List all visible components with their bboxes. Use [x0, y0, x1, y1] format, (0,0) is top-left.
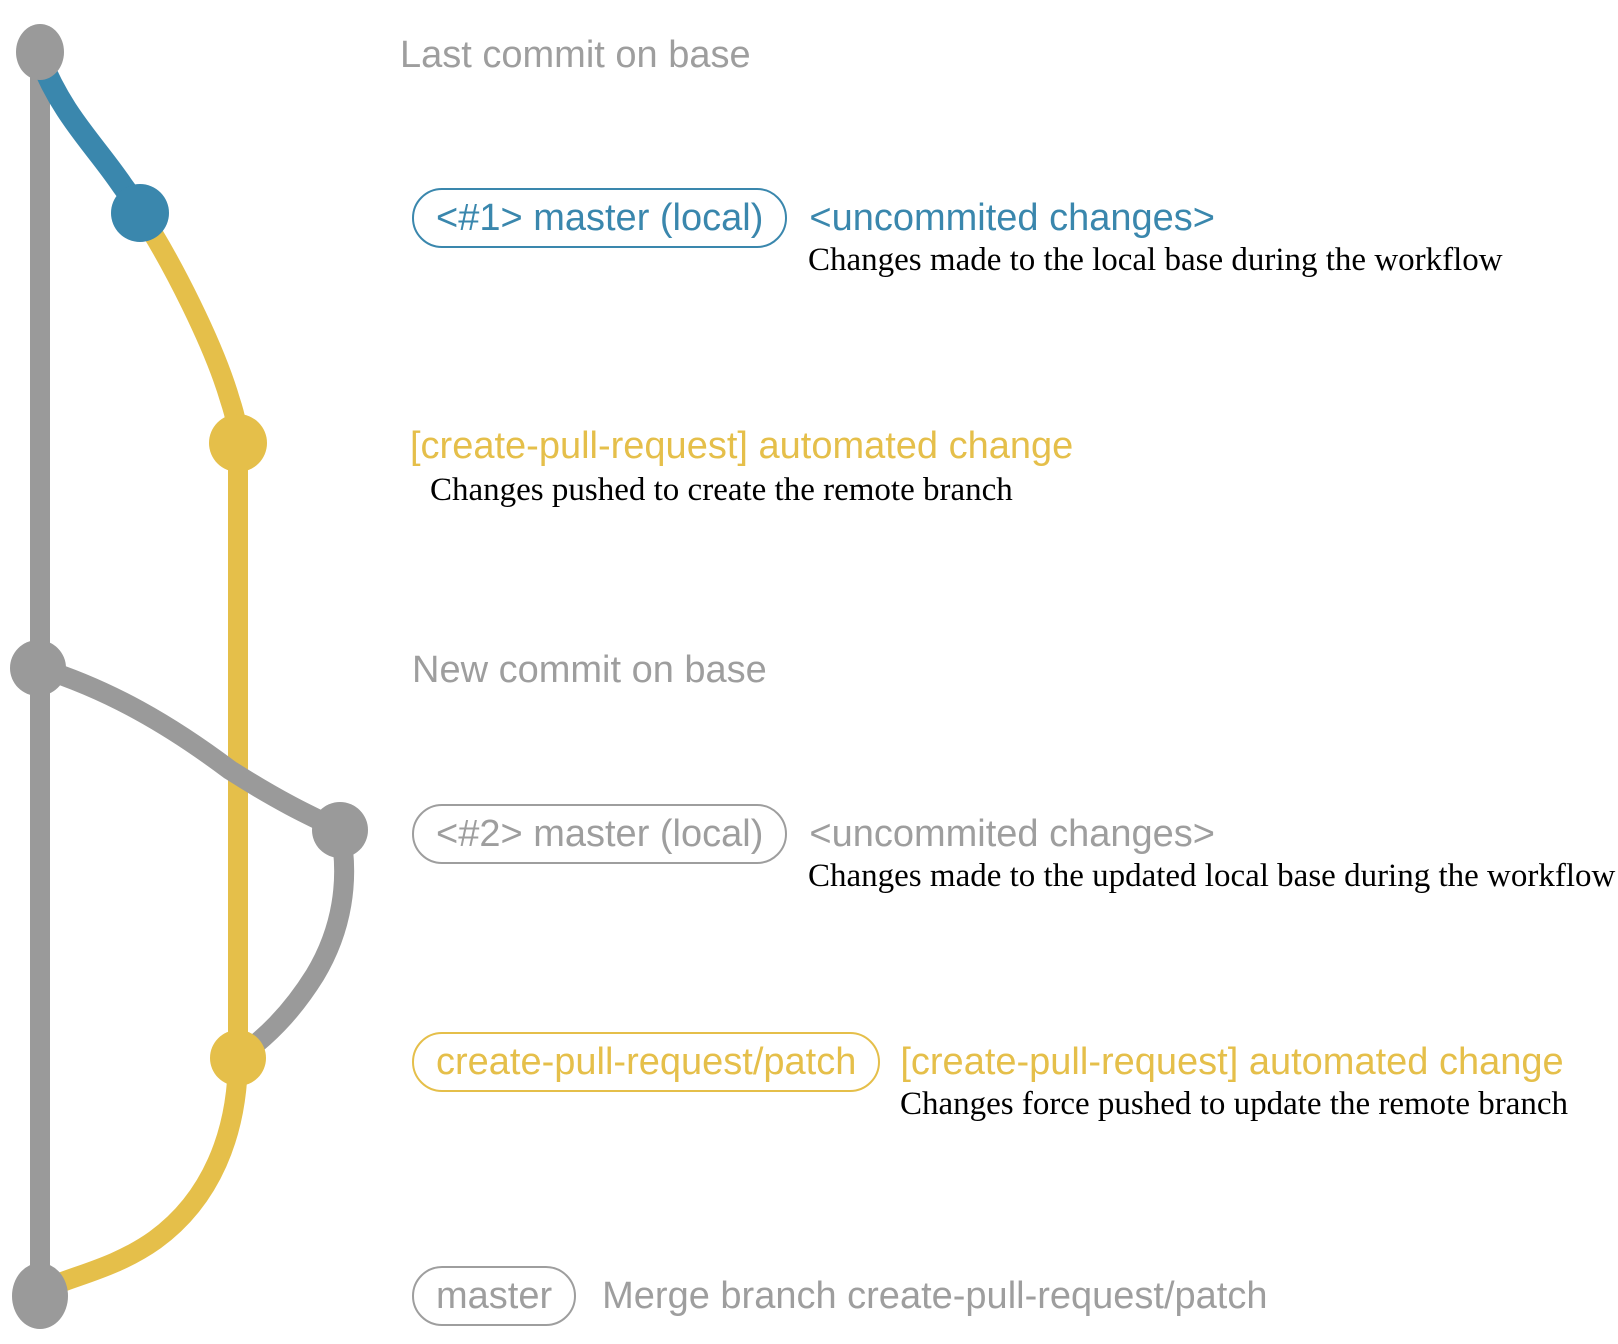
branch-badge-master-local-2: <#2> master (local) — [412, 804, 788, 864]
desc-push-1: Changes pushed to create the remote bran… — [430, 472, 1013, 508]
branch-badge-master: master — [412, 1266, 577, 1326]
commit-dot-local-1 — [111, 184, 169, 242]
commit-message-uncommited-2: <uncommited changes> — [809, 813, 1215, 855]
commit-dot-merge — [12, 1263, 68, 1329]
commit-dot-patch-1 — [209, 414, 267, 472]
row-local-commit-1: <#1> master (local) <uncommited changes> — [412, 188, 1215, 248]
commit-dot-local-2 — [312, 802, 368, 858]
branch-badge-create-pull-request-patch: create-pull-request/patch — [412, 1032, 881, 1092]
label-new-commit-on-base: New commit on base — [412, 649, 767, 691]
row-merge: master Merge branch create-pull-request/… — [412, 1266, 1268, 1326]
commit-dot-last-base — [16, 24, 64, 80]
commit-dot-new-base — [10, 640, 66, 696]
desc-push-2: Changes force pushed to update the remot… — [900, 1086, 1569, 1122]
commit-dot-patch-2 — [210, 1030, 266, 1086]
commit-message-uncommited-1: <uncommited changes> — [809, 197, 1215, 239]
rebase-curve — [30, 658, 350, 840]
force-push-curve — [228, 820, 355, 1068]
row-local-commit-2: <#2> master (local) <uncommited changes> — [412, 804, 1215, 864]
branch-badge-master-local-1: <#1> master (local) — [412, 188, 788, 248]
row-force-push: create-pull-request/patch [create-pull-r… — [412, 1032, 1564, 1092]
desc-local-commit-2: Changes made to the updated local base d… — [808, 858, 1616, 894]
commit-message-automated-change-2: [create-pull-request] automated change — [900, 1041, 1564, 1083]
commit-message-merge: Merge branch create-pull-request/patch — [602, 1275, 1268, 1317]
commit-message-automated-change-1: [create-pull-request] automated change — [410, 425, 1074, 467]
desc-local-commit-1: Changes made to the local base during th… — [808, 242, 1503, 278]
label-last-commit-on-base: Last commit on base — [400, 34, 751, 76]
